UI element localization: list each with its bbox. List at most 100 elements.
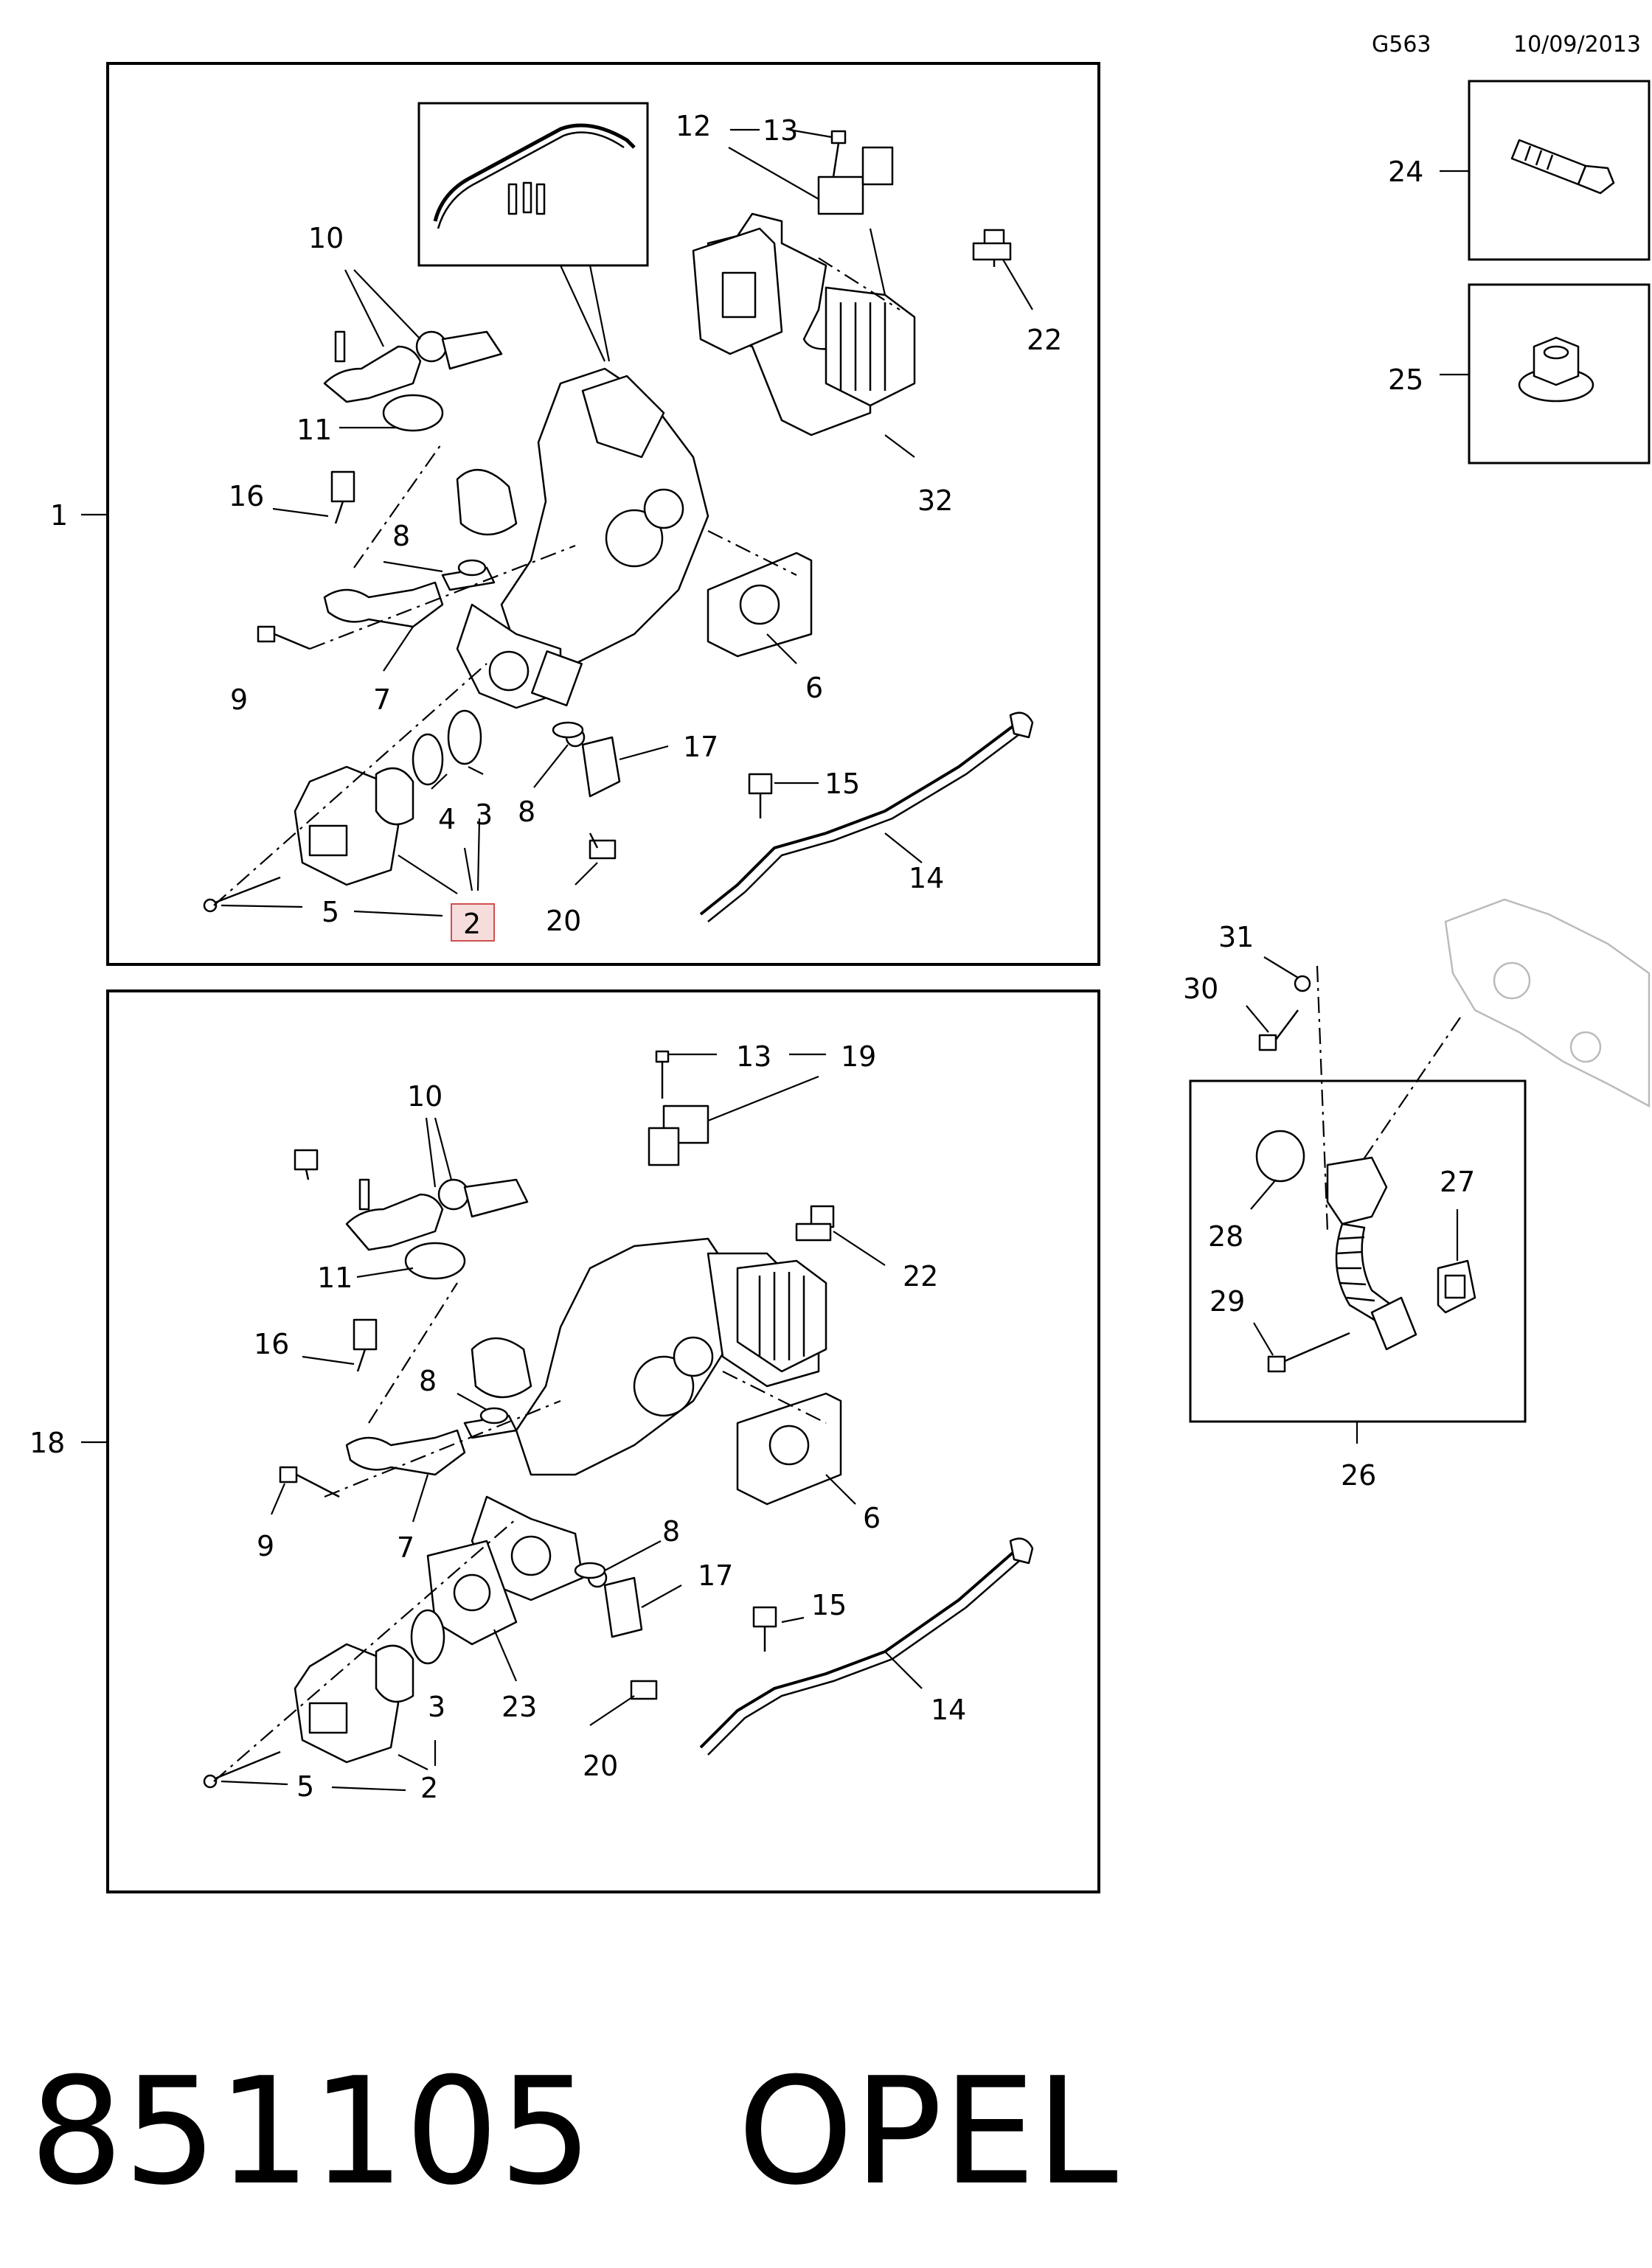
bottom-leader-lines bbox=[221, 1053, 923, 1792]
o-ring-part-11-top bbox=[382, 394, 444, 432]
label-5-top: 5 bbox=[322, 896, 339, 928]
label-15-top: 15 bbox=[825, 768, 860, 800]
bypass-tube-part-7-bottom bbox=[345, 1414, 518, 1476]
bolt-part-15-top bbox=[748, 773, 773, 818]
bolt-part-9-top bbox=[257, 625, 310, 650]
label-15-bottom: 15 bbox=[811, 1589, 847, 1621]
bolt-part-15-bottom bbox=[752, 1606, 777, 1652]
coolant-pipe-part-10-bottom bbox=[345, 1178, 529, 1251]
bottom-assembly-panel: 18 bbox=[30, 989, 1100, 1893]
bolt-part-29 bbox=[1267, 1332, 1350, 1373]
bolt-part-22-bottom bbox=[795, 1205, 835, 1242]
label-4-top: 4 bbox=[438, 803, 456, 835]
assembly-line-26-a bbox=[1316, 965, 1329, 1232]
label-8b-top: 8 bbox=[518, 796, 535, 828]
fitting-part-17-bottom bbox=[587, 1568, 643, 1638]
group-label-1: 1 bbox=[50, 499, 68, 532]
label-9-top: 9 bbox=[230, 683, 248, 716]
pipe-part-14-bottom bbox=[699, 1537, 1034, 1756]
part-26-group: 31 30 26 28 27 29 bbox=[1183, 921, 1527, 1492]
seal-part-8-bottom-b bbox=[574, 1562, 606, 1579]
group-label-18: 18 bbox=[30, 1427, 65, 1459]
pipe-part-14-top bbox=[699, 712, 1034, 922]
label-3-bottom: 3 bbox=[428, 1691, 445, 1723]
egr-gasket-upper bbox=[692, 227, 783, 355]
assembly-line-26-b bbox=[1349, 1017, 1461, 1180]
brand-title: OPEL bbox=[738, 2046, 1118, 2218]
o-ring-part-28 bbox=[1255, 1130, 1305, 1183]
label-2-top[interactable]: 2 bbox=[463, 908, 481, 940]
label-14-top: 14 bbox=[909, 862, 944, 894]
seal-part-4-top bbox=[412, 733, 444, 786]
bolt-part-20-top bbox=[589, 832, 617, 860]
assembly-line-bottom-1 bbox=[368, 1282, 458, 1424]
label-8a-top: 8 bbox=[392, 520, 410, 552]
label-28: 28 bbox=[1208, 1220, 1243, 1253]
assembly-line-top-3 bbox=[707, 530, 797, 576]
label-20-top: 20 bbox=[546, 905, 581, 937]
top-leader-lines bbox=[221, 128, 1033, 917]
label-8a-bottom: 8 bbox=[419, 1365, 437, 1397]
label-11-top: 11 bbox=[296, 414, 332, 446]
sensor-part-16-bottom bbox=[353, 1318, 378, 1372]
label-30: 30 bbox=[1183, 973, 1218, 1005]
assembly-line-bottom-2 bbox=[324, 1399, 561, 1498]
part-25-box: 25 bbox=[1388, 283, 1651, 465]
label-16-top: 16 bbox=[229, 480, 264, 512]
label-17-top: 17 bbox=[683, 731, 718, 763]
throttle-body-part-2-bottom bbox=[294, 1643, 414, 1764]
label-32-top: 32 bbox=[917, 484, 953, 517]
vacuum-solenoid-bottom bbox=[648, 1050, 709, 1166]
label-22-top: 22 bbox=[1027, 324, 1062, 356]
fitting-part-17-top bbox=[565, 727, 621, 798]
top-assembly-panel: 1 bbox=[50, 62, 1100, 966]
flex-pipe-part-26 bbox=[1326, 1156, 1417, 1351]
o-ring-part-11-bottom bbox=[404, 1242, 466, 1280]
gasket-part-6-bottom bbox=[736, 1392, 842, 1506]
label-5-bottom: 5 bbox=[296, 1770, 314, 1803]
seal-part-3-top bbox=[447, 709, 482, 765]
seal-part-8-top-a bbox=[457, 559, 487, 577]
label-13-bottom: 13 bbox=[736, 1040, 771, 1073]
label-6-bottom: 6 bbox=[863, 1502, 881, 1534]
label-10-bottom: 10 bbox=[407, 1080, 442, 1113]
label-16-bottom: 16 bbox=[254, 1328, 289, 1360]
label-31: 31 bbox=[1218, 921, 1254, 953]
seal-part-8-bottom-a bbox=[479, 1407, 509, 1425]
egr-cooler-housing-bottom bbox=[471, 1237, 739, 1601]
label-26: 26 bbox=[1341, 1459, 1376, 1492]
vacuum-solenoid bbox=[817, 146, 894, 296]
label-24: 24 bbox=[1388, 156, 1423, 188]
label-12-top: 12 bbox=[676, 110, 711, 142]
gasket-part-23-bottom bbox=[426, 1540, 518, 1646]
label-17-bottom: 17 bbox=[698, 1559, 733, 1592]
label-14-bottom: 14 bbox=[931, 1694, 966, 1726]
label-2-bottom: 2 bbox=[420, 1772, 438, 1804]
label-11-bottom: 11 bbox=[317, 1262, 353, 1294]
label-27: 27 bbox=[1440, 1166, 1475, 1198]
washer-part-31 bbox=[1294, 975, 1311, 992]
engine-head-outline bbox=[1444, 898, 1651, 1108]
part-24-box: 24 bbox=[1388, 80, 1651, 261]
label-13-top: 13 bbox=[763, 114, 798, 147]
assembly-line-top-1 bbox=[353, 442, 443, 568]
seal-part-8-top-b bbox=[552, 721, 584, 739]
highlighted-part-2-box[interactable] bbox=[451, 903, 495, 942]
screw-part-5-top bbox=[203, 876, 281, 913]
assembly-line-bottom-4 bbox=[213, 1518, 517, 1782]
egr-valve-actuator-bottom bbox=[707, 1252, 827, 1388]
gasket-part-27 bbox=[1437, 1259, 1476, 1314]
label-9-bottom: 9 bbox=[257, 1530, 274, 1562]
label-19-bottom: 19 bbox=[841, 1040, 876, 1073]
egr-cooler-housing bbox=[456, 367, 709, 709]
label-6-top: 6 bbox=[805, 672, 823, 704]
diagram-code: G563 bbox=[1372, 32, 1431, 58]
diagram-date: 10/09/2013 bbox=[1513, 32, 1641, 58]
part-number-title: 851105 bbox=[30, 2046, 592, 2218]
label-3-top: 3 bbox=[475, 799, 493, 831]
label-25: 25 bbox=[1388, 363, 1423, 396]
bolt-top-left-bottom bbox=[294, 1149, 319, 1180]
label-22-bottom: 22 bbox=[903, 1260, 938, 1293]
label-29: 29 bbox=[1210, 1285, 1245, 1318]
